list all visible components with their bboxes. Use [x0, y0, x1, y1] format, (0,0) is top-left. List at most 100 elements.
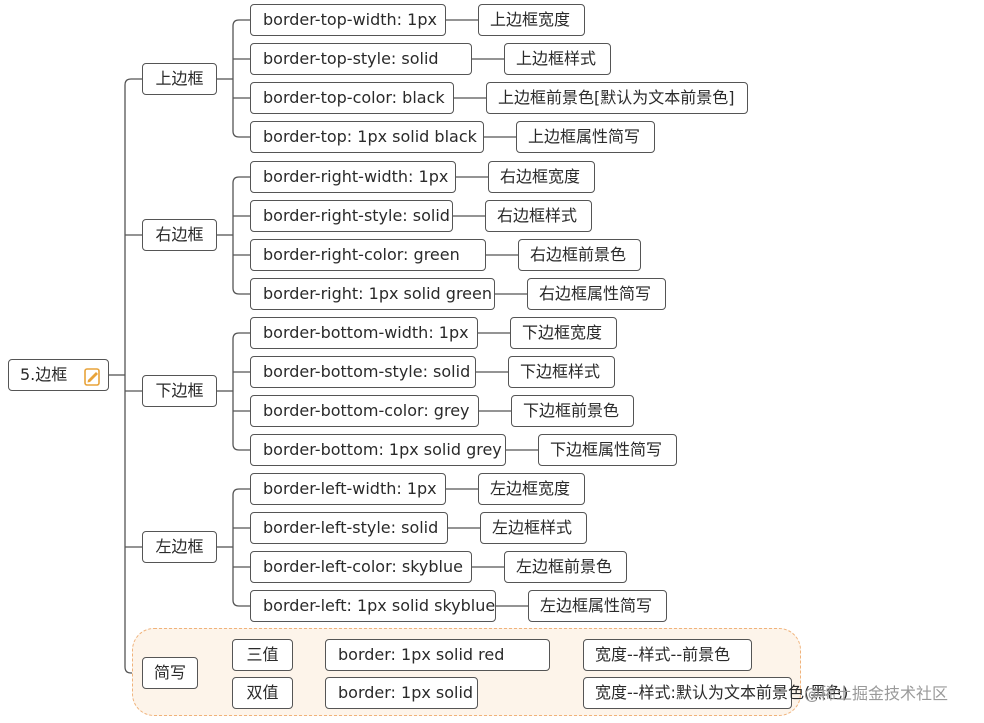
category-right[interactable]: 右边框 [142, 219, 217, 251]
property-top-1-label: border-top-style: solid [263, 49, 439, 68]
shorthand-description-1-label: 宽度--样式:默认为文本前景色(黑色) [595, 683, 849, 702]
property-left-3[interactable]: border-left: 1px solid skyblue [250, 590, 496, 622]
property-top-2-label: border-top-color: black [263, 88, 445, 107]
shorthand-property-1[interactable]: border: 1px solid [325, 677, 478, 709]
property-left-1[interactable]: border-left-style: solid [250, 512, 448, 544]
description-top-1-label: 上边框样式 [516, 49, 597, 68]
property-right-2[interactable]: border-right-color: green [250, 239, 486, 271]
property-top-0[interactable]: border-top-width: 1px [250, 4, 446, 36]
connector-top-branch-3 [232, 130, 250, 138]
root-connector-branch-4 [124, 666, 142, 674]
description-left-0-label: 左边框宽度 [490, 479, 571, 498]
description-left-1-label: 左边框样式 [492, 518, 573, 537]
property-top-1[interactable]: border-top-style: solid [250, 43, 472, 75]
description-left-0[interactable]: 左边框宽度 [478, 473, 585, 505]
category-bottom[interactable]: 下边框 [142, 375, 217, 407]
description-bottom-3[interactable]: 下边框属性简写 [538, 434, 677, 466]
shorthand-property-0[interactable]: border: 1px solid red [325, 639, 550, 671]
description-left-3-label: 左边框属性简写 [540, 596, 653, 615]
category-top[interactable]: 上边框 [142, 63, 217, 95]
watermark: @稀土掘金技术社区 [804, 684, 949, 703]
root-node[interactable]: 5.边框 [8, 359, 109, 391]
category-shorthand-label: 简写 [153, 663, 186, 682]
description-top-3[interactable]: 上边框属性简写 [516, 121, 655, 153]
root-node-label: 5.边框 [20, 365, 68, 384]
property-right-0[interactable]: border-right-width: 1px [250, 161, 456, 193]
property-bottom-1[interactable]: border-bottom-style: solid [250, 356, 476, 388]
description-left-3[interactable]: 左边框属性简写 [528, 590, 667, 622]
property-top-3-label: border-top: 1px solid black [263, 127, 477, 146]
description-bottom-2-label: 下边框前景色 [523, 401, 620, 420]
shorthand-description-0-label: 宽度--样式--前景色 [595, 645, 731, 664]
property-left-3-label: border-left: 1px solid skyblue [263, 596, 496, 615]
description-top-2[interactable]: 上边框前景色[默认为文本前景色] [486, 82, 748, 114]
shorthand-sub-0[interactable]: 三值 [232, 639, 293, 671]
shorthand-sub-0-label: 三值 [246, 645, 279, 664]
property-left-2-label: border-left-color: skyblue [263, 557, 463, 576]
category-top-label: 上边框 [155, 69, 204, 88]
description-top-1[interactable]: 上边框样式 [504, 43, 611, 75]
property-top-0-label: border-top-width: 1px [263, 10, 437, 29]
description-top-0-label: 上边框宽度 [490, 10, 571, 29]
shorthand-description-1[interactable]: 宽度--样式:默认为文本前景色(黑色) [583, 677, 848, 709]
property-bottom-1-label: border-bottom-style: solid [263, 362, 471, 381]
property-left-1-label: border-left-style: solid [263, 518, 439, 537]
property-right-3[interactable]: border-right: 1px solid green [250, 278, 495, 310]
connector-right-branch-0 [232, 176, 250, 184]
property-left-2[interactable]: border-left-color: skyblue [250, 551, 472, 583]
description-bottom-3-label: 下边框属性简写 [550, 440, 663, 459]
description-right-2[interactable]: 右边框前景色 [518, 239, 641, 271]
property-left-0-label: border-left-width: 1px [263, 479, 437, 498]
description-right-3-label: 右边框属性简写 [539, 284, 652, 303]
description-bottom-2[interactable]: 下边框前景色 [511, 395, 634, 427]
shorthand-property-0-label: border: 1px solid red [338, 645, 505, 664]
description-bottom-1[interactable]: 下边框样式 [508, 356, 615, 388]
description-right-1[interactable]: 右边框样式 [485, 200, 592, 232]
shorthand-description-0[interactable]: 宽度--样式--前景色 [583, 639, 752, 671]
property-right-0-label: border-right-width: 1px [263, 167, 449, 186]
shorthand-sub-1-label: 双值 [246, 683, 279, 702]
category-left-label: 左边框 [155, 537, 204, 556]
shorthand-property-1-label: border: 1px solid [338, 683, 474, 702]
root-connector-branch-0 [124, 78, 142, 86]
property-bottom-0-label: border-bottom-width: 1px [263, 323, 469, 342]
property-right-3-label: border-right: 1px solid green [263, 284, 492, 303]
connector-right-branch-3 [232, 287, 250, 295]
connector-left-branch-0 [232, 488, 250, 496]
description-right-3[interactable]: 右边框属性简写 [527, 278, 666, 310]
description-right-1-label: 右边框样式 [497, 206, 578, 225]
property-top-3[interactable]: border-top: 1px solid black [250, 121, 484, 153]
connector-left-branch-3 [232, 599, 250, 607]
property-bottom-0[interactable]: border-bottom-width: 1px [250, 317, 478, 349]
shorthand-sub-1[interactable]: 双值 [232, 677, 293, 709]
description-right-0[interactable]: 右边框宽度 [488, 161, 595, 193]
description-bottom-1-label: 下边框样式 [520, 362, 601, 381]
description-top-0[interactable]: 上边框宽度 [478, 4, 585, 36]
category-bottom-label: 下边框 [155, 381, 204, 400]
category-left[interactable]: 左边框 [142, 531, 217, 563]
description-bottom-0-label: 下边框宽度 [522, 323, 603, 342]
edit-note-icon[interactable] [84, 366, 101, 386]
property-bottom-3[interactable]: border-bottom: 1px solid grey [250, 434, 506, 466]
property-right-1[interactable]: border-right-style: solid [250, 200, 453, 232]
description-right-2-label: 右边框前景色 [530, 245, 627, 264]
description-right-0-label: 右边框宽度 [500, 167, 581, 186]
category-right-label: 右边框 [155, 225, 204, 244]
description-left-1[interactable]: 左边框样式 [480, 512, 587, 544]
connector-bottom-branch-3 [232, 443, 250, 451]
property-bottom-2[interactable]: border-bottom-color: grey [250, 395, 479, 427]
description-top-3-label: 上边框属性简写 [528, 127, 641, 146]
description-top-2-label: 上边框前景色[默认为文本前景色] [498, 88, 735, 107]
property-left-0[interactable]: border-left-width: 1px [250, 473, 446, 505]
connector-top-branch-0 [232, 19, 250, 27]
property-top-2[interactable]: border-top-color: black [250, 82, 454, 114]
description-left-2[interactable]: 左边框前景色 [504, 551, 627, 583]
property-right-2-label: border-right-color: green [263, 245, 460, 264]
property-bottom-3-label: border-bottom: 1px solid grey [263, 440, 502, 459]
connector-bottom-branch-0 [232, 332, 250, 340]
property-right-1-label: border-right-style: solid [263, 206, 450, 225]
category-shorthand[interactable]: 简写 [142, 657, 198, 689]
property-bottom-2-label: border-bottom-color: grey [263, 401, 470, 420]
description-left-2-label: 左边框前景色 [516, 557, 613, 576]
description-bottom-0[interactable]: 下边框宽度 [510, 317, 617, 349]
